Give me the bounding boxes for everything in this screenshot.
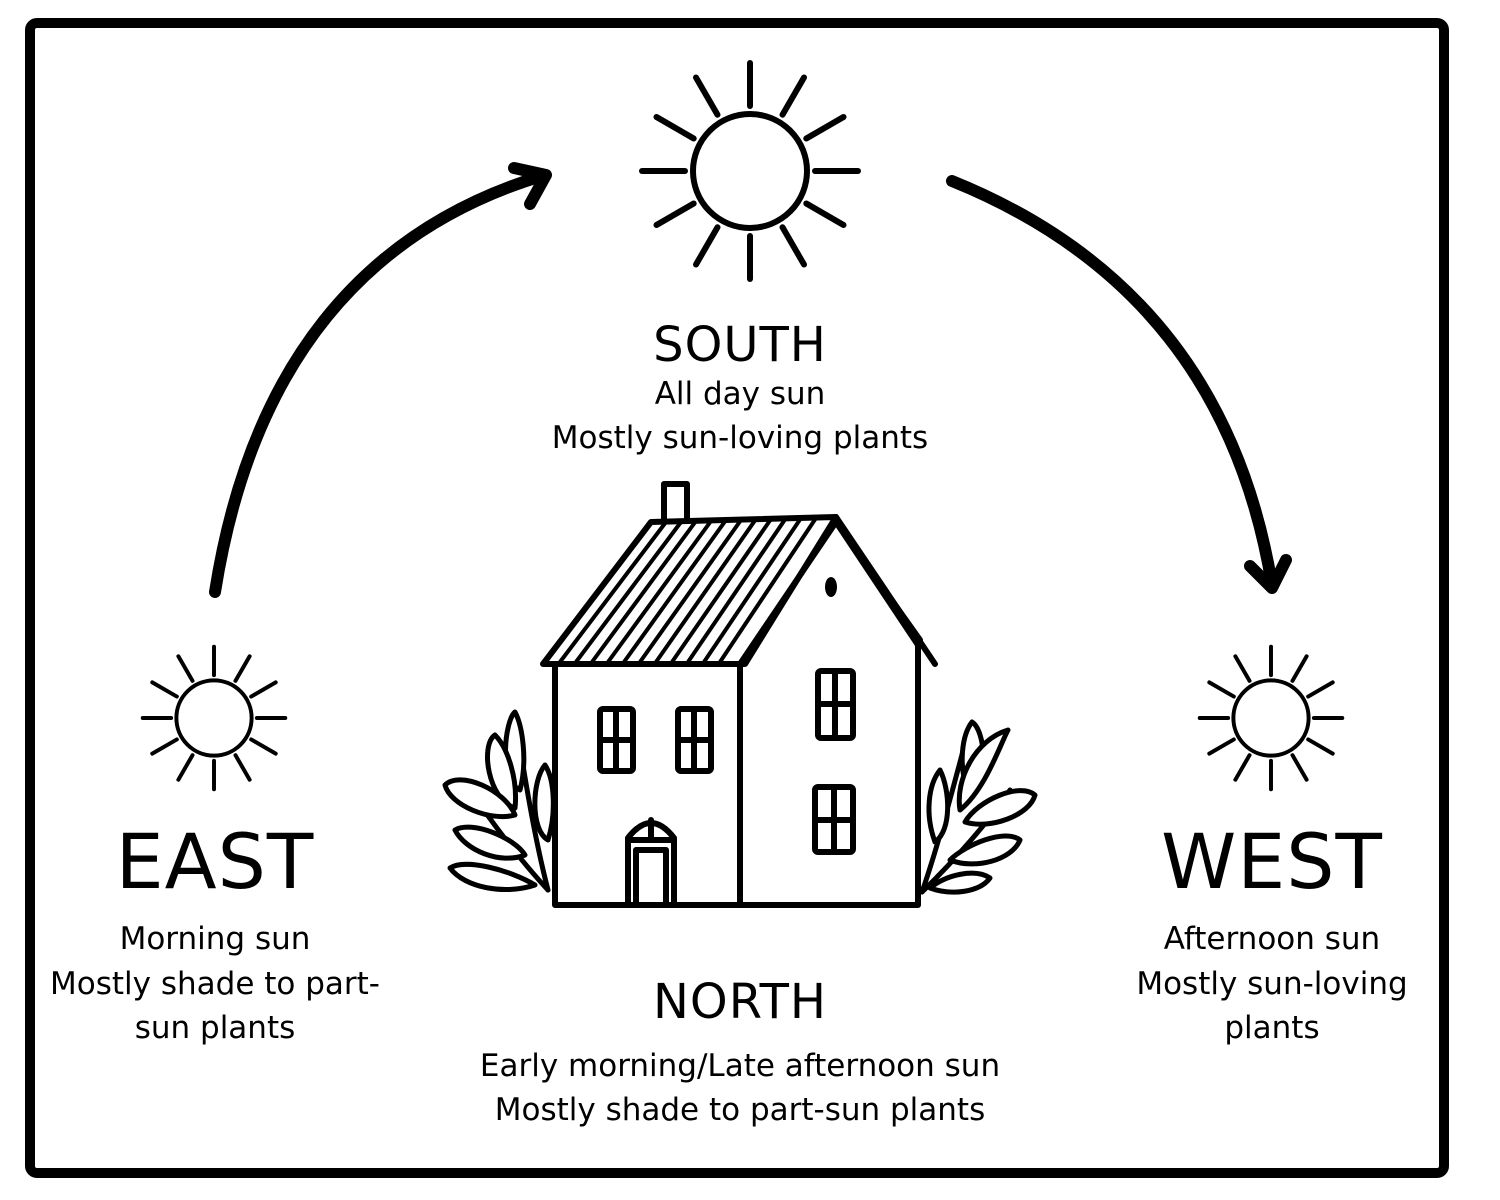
- west-line-1: Afternoon sun: [1112, 917, 1432, 961]
- east-sun-icon: [143, 647, 286, 790]
- south-line-2: Mostly sun-loving plants: [490, 416, 990, 460]
- left-leaf-icon: [445, 712, 553, 890]
- west-line-3: plants: [1112, 1006, 1432, 1050]
- east-line-2: Mostly shade to part-: [30, 962, 400, 1006]
- west-line-2: Mostly sun-loving: [1112, 962, 1432, 1006]
- east-heading: EAST: [65, 822, 365, 902]
- west-sun-icon: [1200, 647, 1343, 790]
- north-heading: NORTH: [590, 976, 890, 1028]
- north-line-2: Mostly shade to part-sun plants: [440, 1088, 1040, 1132]
- south-heading: SOUTH: [590, 319, 890, 371]
- house-icon: [543, 484, 935, 905]
- east-line-1: Morning sun: [30, 917, 400, 961]
- right-leaf-icon: [922, 722, 1035, 892]
- south-to-west-arrow-icon: [952, 181, 1286, 588]
- south-sun-icon: [642, 63, 858, 279]
- east-line-3: sun plants: [30, 1006, 400, 1050]
- north-line-1: Early morning/Late afternoon sun: [440, 1044, 1040, 1088]
- west-heading: WEST: [1122, 822, 1422, 902]
- south-line-1: All day sun: [490, 372, 990, 416]
